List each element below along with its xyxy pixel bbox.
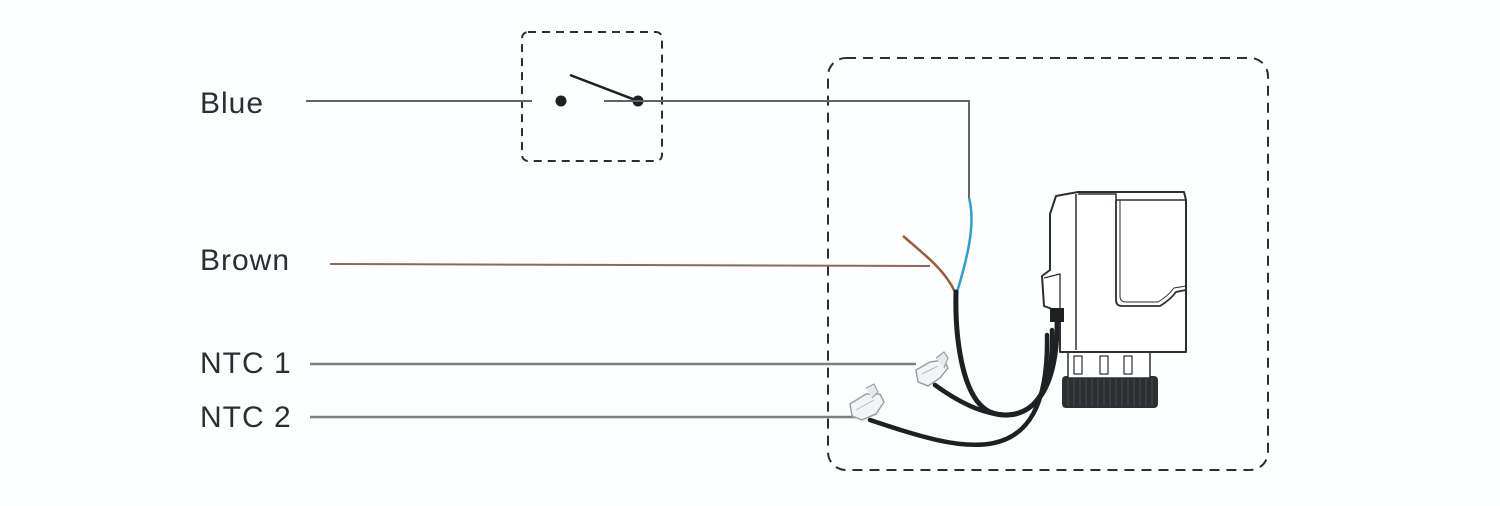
brown-wire-label: Brown — [200, 244, 291, 277]
switch-contact-left — [555, 95, 567, 107]
brown-wire-core — [902, 235, 957, 293]
ntc1-wire-label: NTC 1 — [200, 347, 292, 380]
ntc1-cable — [932, 327, 1055, 418]
ntc1-connector-clip — [915, 351, 949, 387]
actuator-enclosure — [827, 57, 1269, 471]
brown-wire-line — [329, 263, 931, 267]
switch-enclosure — [521, 31, 663, 162]
thermal-actuator — [1041, 191, 1187, 408]
blue-wire-core — [955, 197, 973, 293]
ntc2-connector-clip — [849, 383, 885, 421]
ntc2-wire-label: NTC 2 — [200, 401, 292, 434]
switch-lever — [569, 73, 639, 103]
blue-wire-to-actuator — [638, 100, 970, 198]
ntc2-cable — [867, 332, 1050, 448]
blue-wire-label: Blue — [200, 87, 265, 120]
